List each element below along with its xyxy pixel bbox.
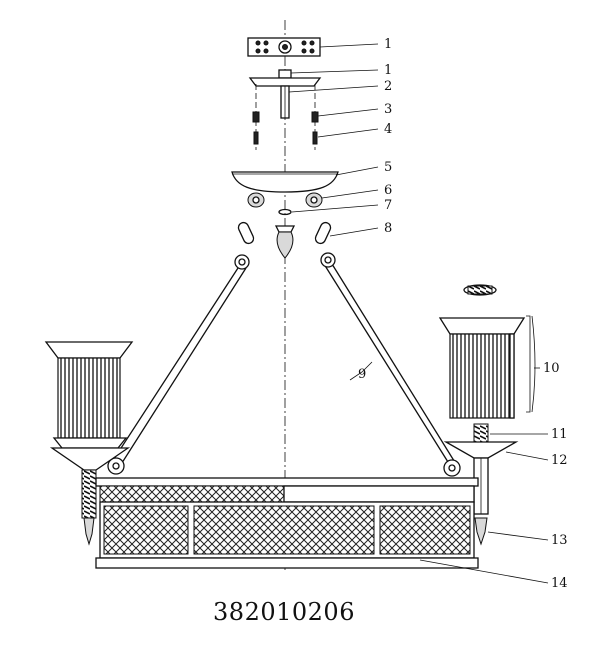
callout-label: 9	[358, 367, 366, 382]
right-socket-cup	[443, 423, 519, 546]
callout-label: 10	[543, 361, 560, 376]
s-hooks	[237, 221, 332, 245]
callout-label: 13	[551, 533, 568, 548]
callout-label: 14	[551, 576, 568, 591]
callout-label: 7	[384, 198, 392, 213]
callout-label: 4	[384, 122, 392, 137]
left-lamp-shade	[44, 341, 134, 546]
callout-label: 11	[551, 427, 568, 442]
part-number: 382010206	[213, 598, 355, 626]
callout-label: 12	[551, 453, 568, 468]
callout-label: 5	[384, 160, 392, 175]
left-suspension-arm	[107, 254, 250, 475]
callout-label: 3	[384, 102, 392, 117]
center-finial	[274, 225, 296, 259]
lattice-frame	[95, 477, 479, 569]
nut-and-bracket	[248, 69, 322, 119]
leader-lines	[288, 43, 549, 584]
washer	[278, 208, 292, 216]
callout-label: 1	[384, 37, 392, 52]
canopy-loops	[247, 192, 323, 208]
mounting-plate	[247, 37, 321, 57]
callout-label: 6	[384, 183, 392, 198]
callout-label: 8	[384, 221, 392, 236]
right-suspension-arm	[320, 252, 461, 477]
callout-label: 2	[384, 79, 392, 94]
canopy	[231, 171, 339, 193]
mounting-screws	[252, 84, 319, 150]
right-lamp-shade	[438, 284, 536, 419]
callout-label: 1	[384, 63, 392, 78]
